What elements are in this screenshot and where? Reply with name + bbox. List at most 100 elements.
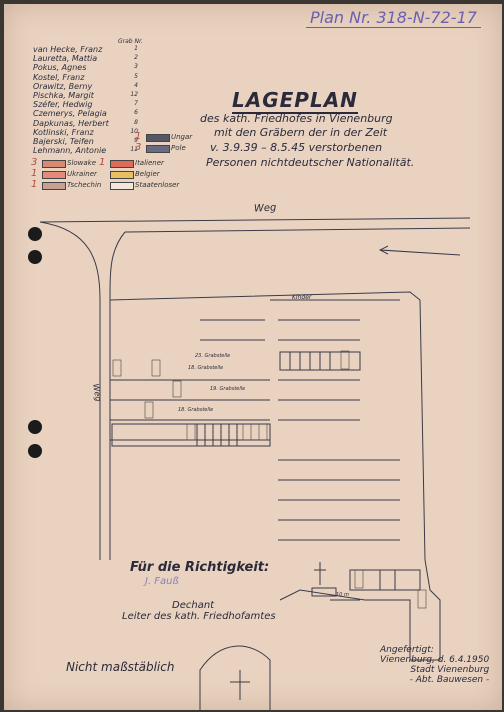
grave-number: 12 <box>130 91 138 98</box>
punch-hole <box>28 227 42 241</box>
subtitle-line: mit den Gräbern der in der Zeit <box>214 126 388 139</box>
plan-number: Plan Nr. 318-N-72-17 <box>306 8 481 28</box>
legend-count: 1 <box>99 157 106 168</box>
chapel-cross <box>314 562 326 585</box>
grave-number: 5 <box>134 72 138 80</box>
legend-count: 3 <box>31 157 38 168</box>
grave-block <box>111 423 271 447</box>
grabstelle-label: 18. Grabstelle <box>188 365 224 371</box>
grave-number: 9 <box>134 137 138 144</box>
person-name: Kotlinski, Franz <box>33 127 94 137</box>
name-row: Lehmann, Antonie 11 <box>33 146 138 155</box>
legend-label: Ukrainer <box>67 170 97 178</box>
subtitle-line: des kath. Friedhofes in Vienenburg <box>200 112 393 125</box>
scale-note: Nicht maßstäblich <box>66 660 175 674</box>
grave-number: 3 <box>134 63 138 71</box>
entrance-gate <box>199 645 271 712</box>
legend-swatch <box>146 134 170 142</box>
name-row: Bajerski, Teifen 9 <box>33 137 138 146</box>
legend-swatch <box>110 182 134 190</box>
person-name: Pischka, Margit <box>33 91 94 100</box>
prepared-by-line: Stadt Vienenburg <box>410 665 490 675</box>
scale-label: 10 m <box>336 592 349 598</box>
grave-block <box>279 351 361 371</box>
name-row: Lauretta, Mattia 2 <box>33 54 138 63</box>
cemetery-boundary <box>109 291 441 661</box>
legend-swatch <box>42 182 66 190</box>
legend-count: 1 <box>135 131 142 142</box>
direction-arrow <box>378 245 461 256</box>
grave-number-header: Grab Nr. <box>118 38 143 45</box>
punch-hole <box>28 444 42 458</box>
person-name: Orawitz, Berny <box>33 81 93 91</box>
grave-number: 6 <box>134 109 138 117</box>
grave-number: 8 <box>134 118 138 126</box>
grave-marker <box>172 380 182 398</box>
legend-swatch <box>110 171 134 179</box>
legend-label: Staatenloser <box>135 181 180 189</box>
person-name: Kostel, Franz <box>33 72 85 82</box>
subtitle-line: Personen nichtdeutscher Nationalität. <box>206 156 415 169</box>
legend-swatch <box>110 160 134 168</box>
grabstelle-label: 18. Grabstelle <box>178 407 214 413</box>
grave-marker <box>354 569 364 589</box>
page-title: LAGEPLAN <box>232 88 358 114</box>
prepared-by-block: Angefertigt: Vienenburg, d. 6.4.1950 Sta… <box>380 645 489 685</box>
road-edge-top <box>39 217 471 223</box>
grave-number: 11 <box>130 146 138 154</box>
name-row: Czemerys, Pelagia 6 <box>33 109 138 118</box>
signature: J. Fauß <box>145 576 179 587</box>
name-row: Dapkunas, Herbert 8 <box>33 119 138 128</box>
prepared-by-line: Angefertigt: <box>380 645 434 655</box>
signer-office: Leiter des kath. Friedhofamtes <box>122 611 276 622</box>
grave-marker <box>417 589 427 609</box>
punch-hole <box>28 420 42 434</box>
grave-number: 2 <box>134 54 138 62</box>
name-row: Pokus, Agnes 3 <box>33 63 138 72</box>
grabstelle-label: 19. Grabstelle <box>210 386 246 392</box>
person-name: Czemerys, Pelagia <box>33 109 107 119</box>
person-name: Lauretta, Mattia <box>33 54 98 64</box>
gate-cross <box>230 670 250 700</box>
grave-number: 1 <box>134 45 138 52</box>
person-name: Pokus, Agnes <box>33 63 87 73</box>
name-row: Széfer, Hedwig 7 <box>33 100 138 109</box>
document-page <box>4 4 502 710</box>
grave-row <box>278 459 400 541</box>
legend-label: Belgier <box>135 170 160 178</box>
path-right-edge <box>109 231 126 560</box>
legend-label: Slowake <box>67 159 97 167</box>
chapel-outline <box>311 587 337 597</box>
grave-block <box>349 569 421 591</box>
grave-marker <box>151 359 161 377</box>
person-name: Bajerski, Teifen <box>33 137 94 146</box>
legend-count: 3 <box>135 142 142 153</box>
grave-number: 7 <box>134 100 138 108</box>
legend-count: 1 <box>31 179 38 190</box>
legend-count: 1 <box>31 168 38 179</box>
name-row: Kostel, Franz 5 <box>33 73 138 82</box>
person-name: Lehmann, Antonie <box>33 146 107 156</box>
legend-label: Tschechin <box>67 181 102 189</box>
legend-label: Pole <box>171 144 186 152</box>
grave-marker <box>112 359 122 377</box>
legend-swatch <box>42 171 66 179</box>
grave-row <box>200 319 360 421</box>
signer-title: Dechant <box>172 600 215 611</box>
person-name: Széfer, Hedwig <box>33 100 93 110</box>
legend-swatch <box>146 145 170 153</box>
road-label: Weg <box>253 202 277 215</box>
certification-label: Für die Richtigkeit: <box>130 560 270 575</box>
grave-marker <box>186 423 196 441</box>
prepared-by-line: Vienenburg, d. 6.4.1950 <box>380 655 490 665</box>
grave-marker <box>340 350 350 370</box>
person-name: Dapkunas, Herbert <box>33 118 109 128</box>
kinder-label: Kinder <box>292 294 312 301</box>
road-edge-bottom <box>124 227 471 233</box>
name-row: Pischka, Margit 12 <box>33 91 138 100</box>
grave-marker <box>242 423 252 441</box>
